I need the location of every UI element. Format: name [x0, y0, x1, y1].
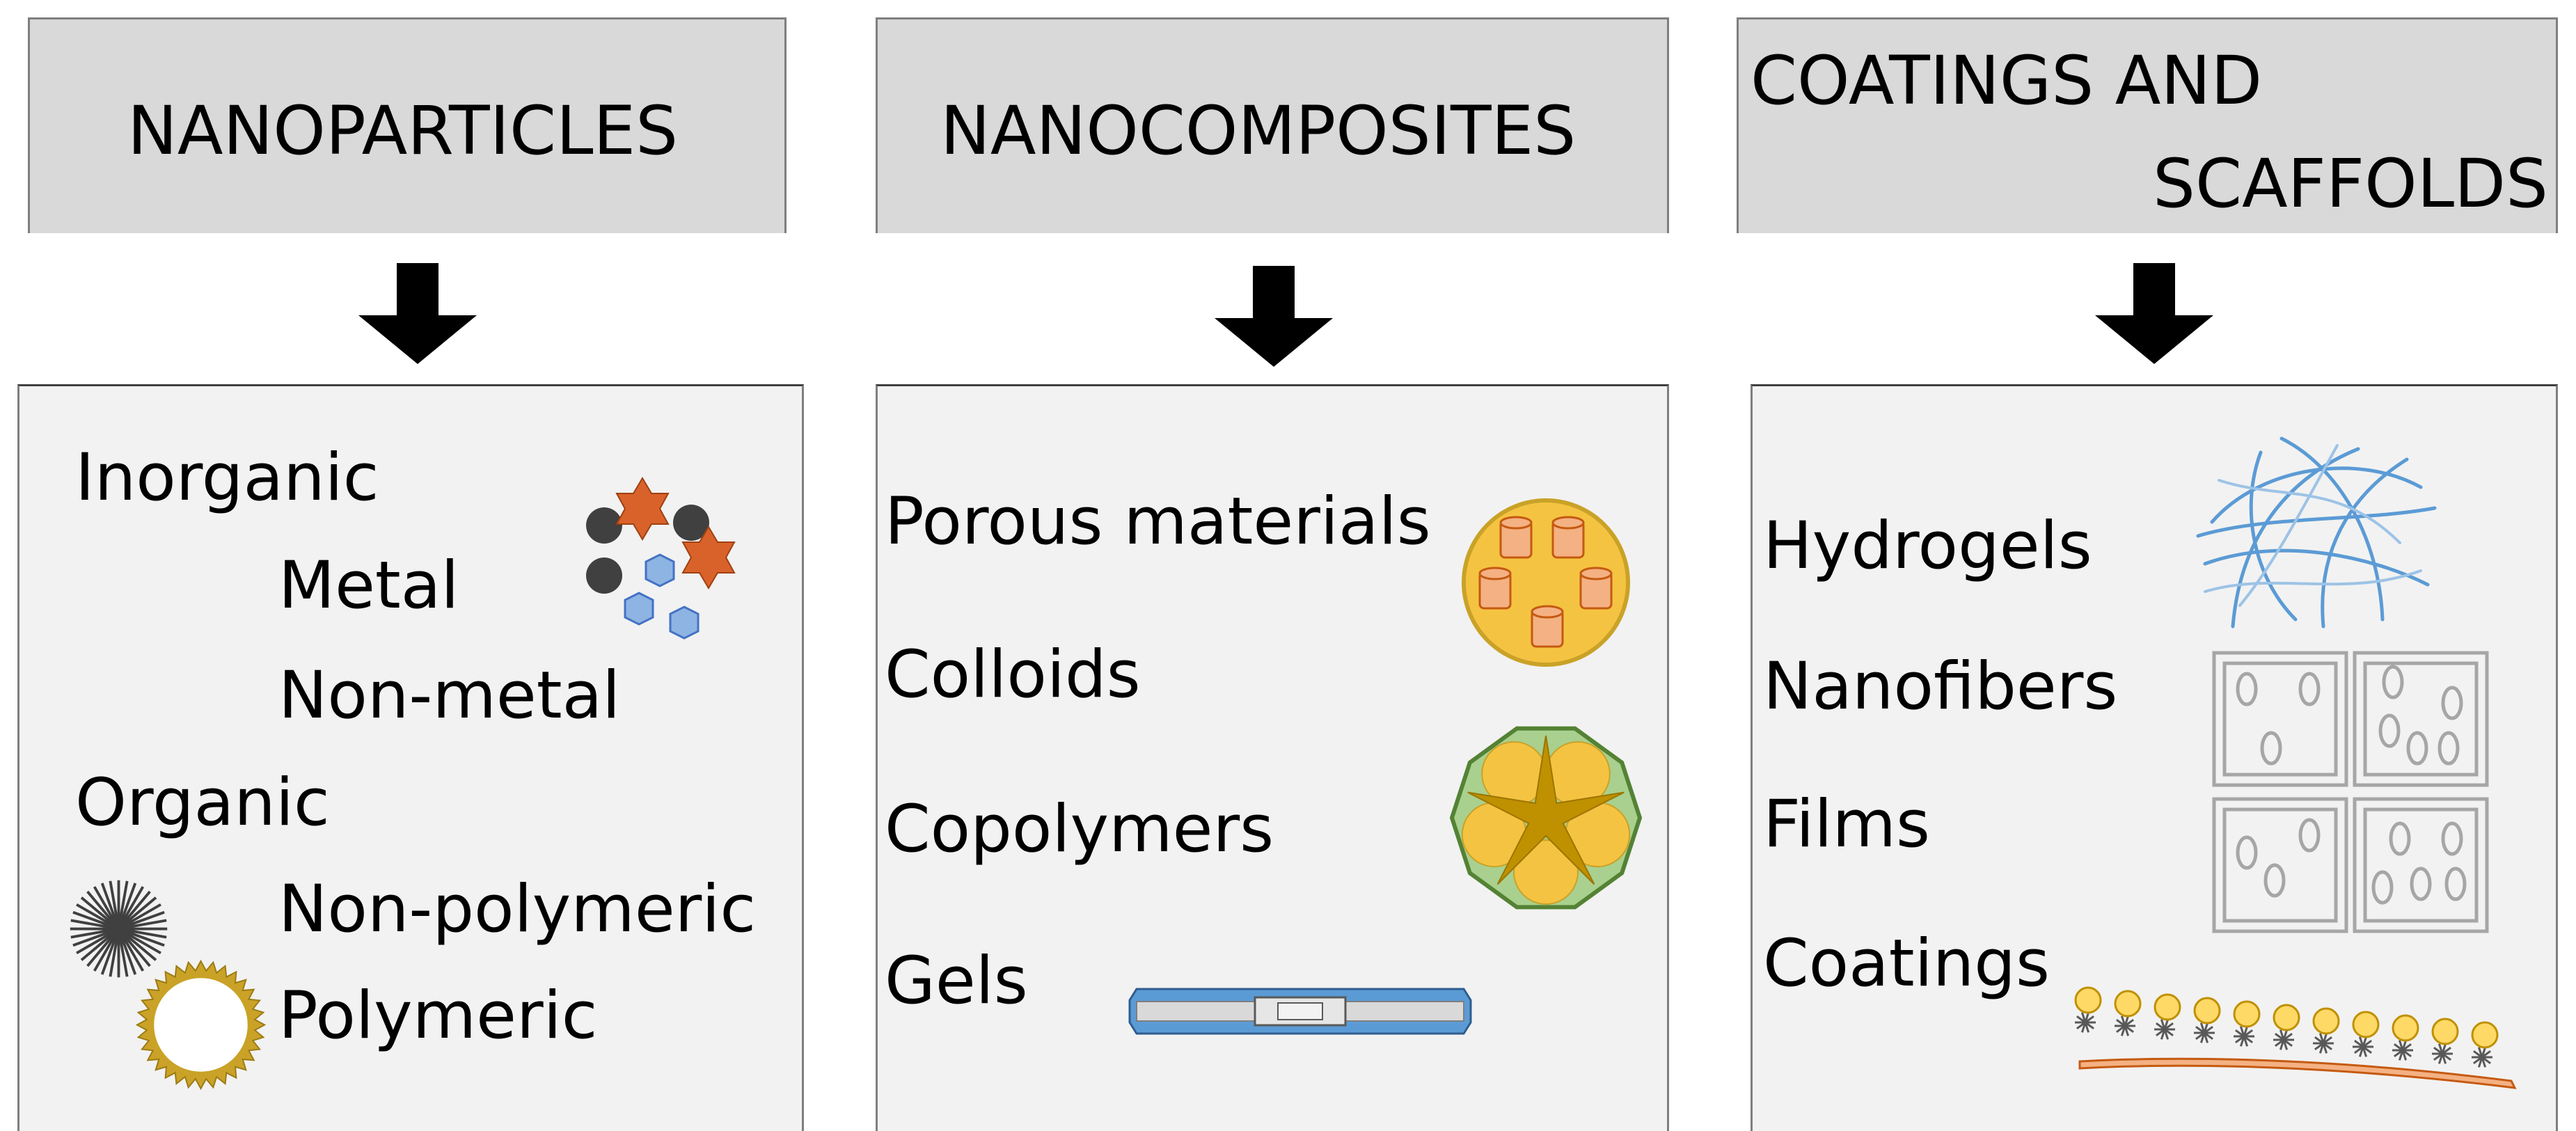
down-arrow-icon [2095, 263, 2213, 364]
item-coatings: Coatings [1763, 926, 2050, 1002]
gel-icon [1128, 988, 1472, 1035]
film-grid-icon [2212, 651, 2489, 933]
item-copolymers: Copolymers [885, 791, 1274, 867]
item-hydrogels: Hydrogels [1763, 508, 2092, 584]
panel-nanocomposites: Porous materials Colloids Copolymers Gel… [876, 384, 1669, 1131]
down-arrow-icon [358, 263, 477, 364]
header-nanoparticles: NANOPARTICLES [28, 17, 787, 233]
header-nanocomposites: NANOCOMPOSITES [876, 17, 1669, 233]
polymeric-ring-icon [135, 959, 267, 1091]
item-non-polymeric: Non-polymeric [278, 871, 757, 947]
porous-material-icon [1462, 498, 1630, 667]
starburst-icon [70, 880, 168, 978]
header-coatings-scaffolds: COATINGS AND SCAFFOLDS [1737, 17, 2558, 233]
header-coatings-text: COATINGS AND [1751, 42, 2263, 120]
item-films: Films [1763, 786, 1931, 862]
header-scaffolds-text: SCAFFOLDS [2153, 145, 2548, 223]
item-inorganic: Inorganic [75, 440, 379, 516]
coating-surface-icon [2074, 986, 2517, 1089]
inorganic-particles-icon [586, 477, 736, 640]
header-nanoparticles-text: NANOPARTICLES [127, 92, 679, 170]
item-non-metal: Non-metal [278, 658, 621, 734]
item-metal: Metal [278, 548, 459, 624]
item-nanofibers: Nanofibers [1763, 649, 2118, 725]
item-organic: Organic [75, 765, 330, 841]
item-polymeric: Polymeric [278, 978, 598, 1054]
item-gels: Gels [885, 943, 1028, 1019]
item-porous-materials: Porous materials [885, 484, 1431, 560]
panel-coatings-scaffolds: Hydrogels Nanofibers Films Coatings [1751, 384, 2558, 1131]
item-colloids: Colloids [885, 637, 1141, 713]
down-arrow-icon [1215, 266, 1333, 367]
panel-nanoparticles: Inorganic Metal Non-metal Organic Non-po… [17, 384, 804, 1131]
header-nanocomposites-text: NANOCOMPOSITES [940, 92, 1577, 170]
copolymer-icon [1449, 726, 1643, 910]
hydrogel-fibers-icon [2196, 436, 2437, 628]
